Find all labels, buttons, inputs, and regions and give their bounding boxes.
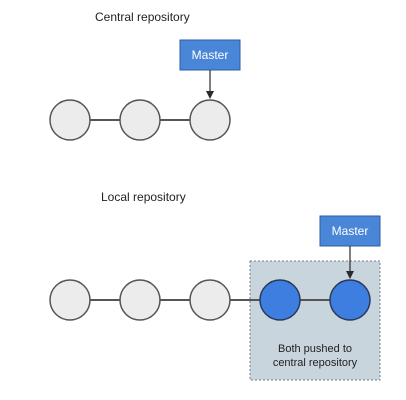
central-repository-title: Central repository bbox=[95, 10, 190, 24]
local-repository-title: Local repository bbox=[101, 190, 186, 204]
master-branch-label: Master bbox=[332, 224, 369, 238]
pushed-note-line-2: central repository bbox=[273, 357, 358, 369]
pushed-note-line-1: Both pushed to bbox=[278, 343, 352, 355]
commit-node bbox=[49, 279, 91, 321]
new-commit-node bbox=[259, 279, 301, 321]
master-branch-label: Master bbox=[192, 48, 229, 62]
commit-node bbox=[49, 99, 91, 141]
commit-node bbox=[119, 279, 161, 321]
local-repository-section: Local repository Master Both pushed to c… bbox=[49, 190, 381, 381]
pushed-commits-highlight bbox=[249, 260, 381, 381]
central-repository-section: Central repository Master bbox=[49, 10, 241, 141]
new-commit-node-head bbox=[329, 279, 371, 321]
commit-node bbox=[189, 279, 231, 321]
commit-node-head bbox=[189, 99, 231, 141]
commit-node bbox=[119, 99, 161, 141]
master-branch-label-box bbox=[179, 39, 241, 71]
master-branch-label-box bbox=[319, 215, 381, 247]
